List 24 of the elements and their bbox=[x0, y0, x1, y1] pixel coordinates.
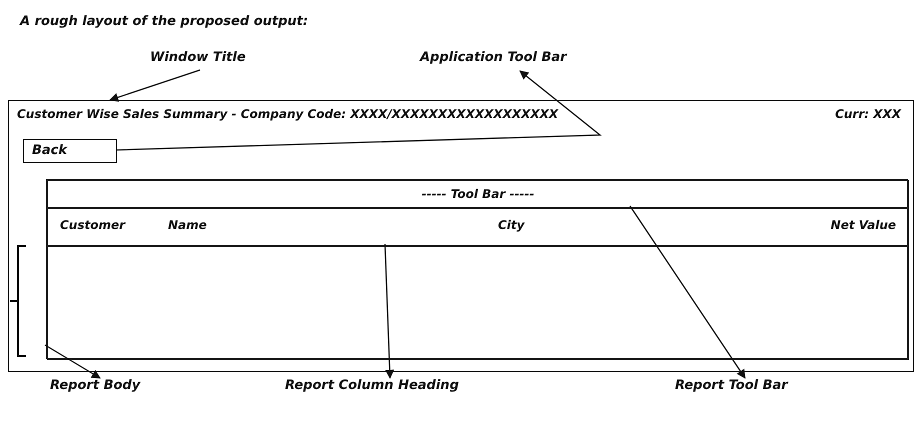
report-grid bbox=[46, 179, 908, 359]
leader-arrow bbox=[44, 344, 101, 379]
leader-arrow bbox=[109, 69, 200, 102]
callout-label: Report Column Heading bbox=[285, 378, 485, 398]
column-heading: Customer bbox=[60, 218, 126, 232]
leader-arrow bbox=[384, 244, 394, 379]
currency-text: Curr: XXX bbox=[835, 107, 901, 121]
back-button: Back bbox=[23, 139, 117, 163]
toolbar-band bbox=[47, 180, 909, 208]
column-heading: Net Value bbox=[830, 218, 896, 232]
callout-label: Report Body bbox=[50, 378, 170, 398]
leader-arrow bbox=[629, 206, 746, 379]
page-title: A rough layout of the proposed output: bbox=[20, 14, 308, 29]
column-heading: Name bbox=[168, 218, 207, 232]
callout-label: Application Tool Bar bbox=[420, 50, 590, 70]
window-title-text: Customer Wise Sales Summary - Company Code: XXXX/XXXXXXXXXXXXXXXXXX bbox=[17, 107, 558, 121]
callout-label: Window Title bbox=[150, 50, 260, 70]
column-heading: City bbox=[498, 218, 524, 232]
callout-label: Report Tool Bar bbox=[675, 378, 815, 398]
toolbar-text: ----- Tool Bar ----- bbox=[420, 187, 536, 201]
report-body-area bbox=[47, 246, 909, 360]
column-heading-row bbox=[47, 208, 909, 246]
window-frame bbox=[8, 100, 914, 372]
leader-arrow bbox=[116, 70, 602, 151]
